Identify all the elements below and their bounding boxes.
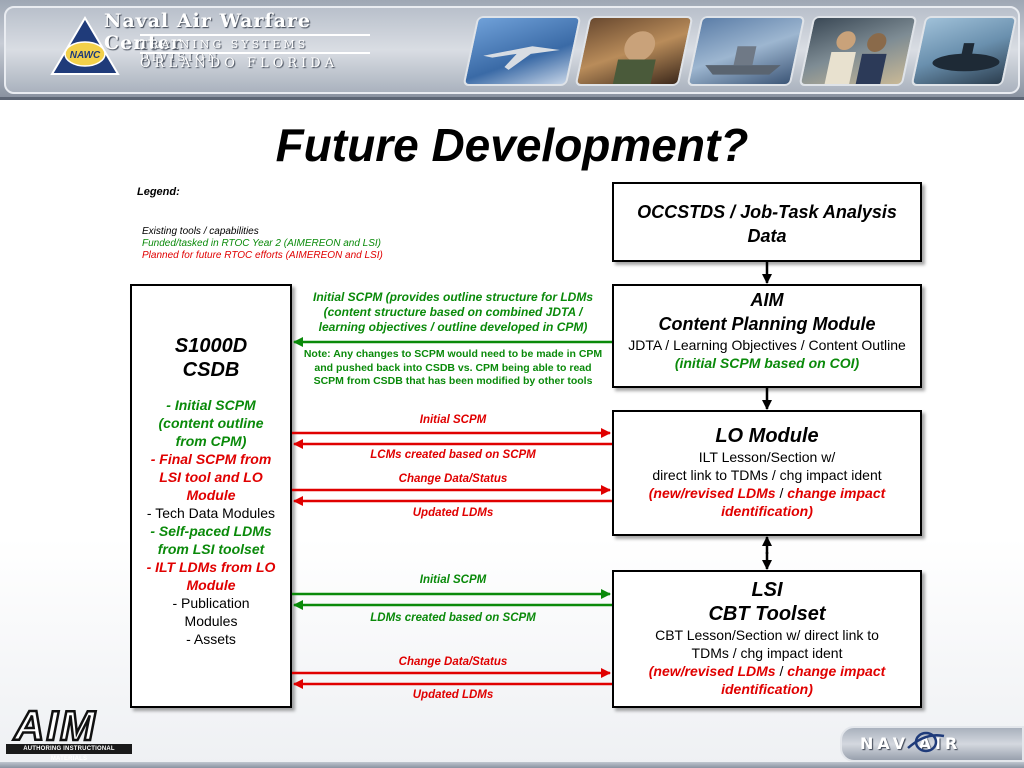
- aim-content-planning-box: AIM Content Planning Module JDTA / Learn…: [612, 284, 922, 388]
- arrow-label-lsi-initial-scpm: Initial SCPM: [419, 574, 487, 586]
- lo-module-box: LO Module ILT Lesson/Section w/ direct l…: [612, 410, 922, 536]
- arrow-label-lo-lcms: LCMs created based on SCPM: [370, 449, 536, 461]
- s1000d-item-publication: - Publication Modules: [172, 595, 250, 629]
- sailors-photo: [798, 16, 918, 86]
- aim-logo-text: AIM: [13, 702, 97, 749]
- jet-icon: [483, 46, 560, 70]
- slide-title: Future Development?: [275, 119, 749, 171]
- sailors-icon: [824, 31, 887, 84]
- arrow-label-lsi-ldms: LDMs created based on SCPM: [370, 612, 536, 624]
- change-note: Note: Any changes to SCPM would need to …: [303, 348, 603, 387]
- legend-funded: Funded/tasked in RTOC Year 2 (AIMEREON a…: [142, 238, 382, 249]
- s1000d-item-self-paced: - Self-paced LDMs from LSI toolset: [150, 523, 272, 557]
- s1000d-item-ilt-ldms: - ILT LDMs from LO Module: [146, 559, 276, 593]
- division-name: TRAINING SYSTEMS DIVISION: [140, 38, 309, 64]
- ship-icon: [705, 46, 781, 75]
- navair-footer-bar: [840, 726, 1024, 762]
- header-divider: [140, 52, 370, 54]
- csdb-title: CSDB: [182, 359, 240, 381]
- arrow-label-lsi-change: Change Data/Status: [398, 656, 508, 668]
- lo-red-note: (new/revised LDMs / change impact identi…: [614, 484, 920, 520]
- aim-logo: AIM: [6, 700, 136, 754]
- final-scpm-part2: and LO Module: [186, 469, 263, 503]
- arrow-label-lo-change: Change Data/Status: [398, 473, 508, 485]
- lsi-slash: /: [775, 663, 788, 679]
- occstds-line1: OCCSTDS / Job-Task Analysis: [637, 202, 897, 222]
- lsi-line2: TDMs / chg impact ident: [691, 645, 843, 661]
- legend-planned: Planned for future RTOC efforts (AIMEREO…: [142, 250, 383, 261]
- occstds-line2: Data: [747, 226, 787, 246]
- submarine-icon: [932, 43, 1000, 72]
- footer-edge: [0, 762, 1024, 768]
- lsi-red-part1: (new/revised LDMs: [648, 663, 776, 679]
- nawc-emblem-icon: NAWC: [50, 16, 120, 75]
- aim-title: AIM: [750, 290, 784, 310]
- org-name: Naval Air Warfare Center: [104, 10, 312, 54]
- lsi-title: LSI: [751, 579, 783, 601]
- s1000d-item-final-scpm: - Final SCPM from LSI tool and LO Module: [132, 450, 290, 504]
- lo-line2: direct link to TDMs / chg impact ident: [652, 467, 882, 483]
- lsi-red-note: (new/revised LDMs / change impact identi…: [614, 662, 920, 698]
- aim-logo-subtitle: AUTHORING INSTRUCTIONAL MATERIALS: [6, 744, 132, 762]
- s1000d-title: S1000D: [174, 335, 248, 357]
- lsi-cbt-toolset-box: LSI CBT Toolset CBT Lesson/Section w/ di…: [612, 570, 922, 708]
- aim-subtitle: Content Planning Module: [658, 314, 876, 334]
- initial-scpm-note: Initial SCPM (provides outline structure…: [312, 290, 594, 334]
- s1000d-item-initial-scpm: - Initial SCPM (content outline from CPM…: [158, 397, 264, 449]
- lo-title: LO Module: [715, 425, 819, 447]
- arrow-label-lsi-updated: Updated LDMs: [412, 689, 494, 701]
- occstds-box: OCCSTDS / Job-Task Analysis Data: [612, 182, 922, 262]
- navair-swoosh-icon: [907, 731, 945, 753]
- s1000d-csdb-box: S1000D CSDB - Initial SCPM (content outl…: [130, 284, 292, 708]
- lo-line1: ILT Lesson/Section w/: [698, 449, 836, 465]
- jet-photo: [462, 16, 582, 86]
- header-divider: [140, 34, 370, 36]
- legend-existing: Existing tools / capabilities: [142, 226, 259, 237]
- lsi-red-part2: change impact identification): [721, 663, 886, 697]
- aim-desc: JDTA / Learning Objectives / Content Out…: [628, 337, 906, 353]
- lo-red-part2: change impact identification): [721, 485, 886, 519]
- s1000d-item-tech-data: - Tech Data Modules: [146, 505, 276, 521]
- arrow-label-lo-initial-scpm: Initial SCPM: [419, 414, 487, 426]
- ship-photo: [686, 16, 806, 86]
- arrow-label-lo-updated: Updated LDMs: [412, 507, 494, 519]
- nawc-logo-text: NAWC: [70, 50, 101, 61]
- pilot-photo: [574, 16, 694, 86]
- s1000d-item-assets: - Assets: [186, 631, 236, 647]
- pilot-icon: [612, 31, 656, 84]
- lo-red-part1: (new/revised LDMs: [648, 485, 776, 501]
- lsi-line1: CBT Lesson/Section w/ direct link to: [655, 627, 879, 643]
- submarine-photo: [910, 16, 1018, 86]
- aim-green-note: (initial SCPM based on COI): [674, 355, 860, 371]
- lo-slash: /: [775, 485, 788, 501]
- location-name: ORLANDO FLORIDA: [140, 56, 339, 71]
- aim-logo-icon: AIM: [12, 701, 97, 751]
- legend-label: Legend:: [137, 186, 180, 198]
- final-scpm-part1: - Final SCPM from LSI tool: [150, 451, 272, 485]
- nawc-logo: NAWC: [50, 16, 120, 78]
- lsi-subtitle: CBT Toolset: [708, 603, 826, 625]
